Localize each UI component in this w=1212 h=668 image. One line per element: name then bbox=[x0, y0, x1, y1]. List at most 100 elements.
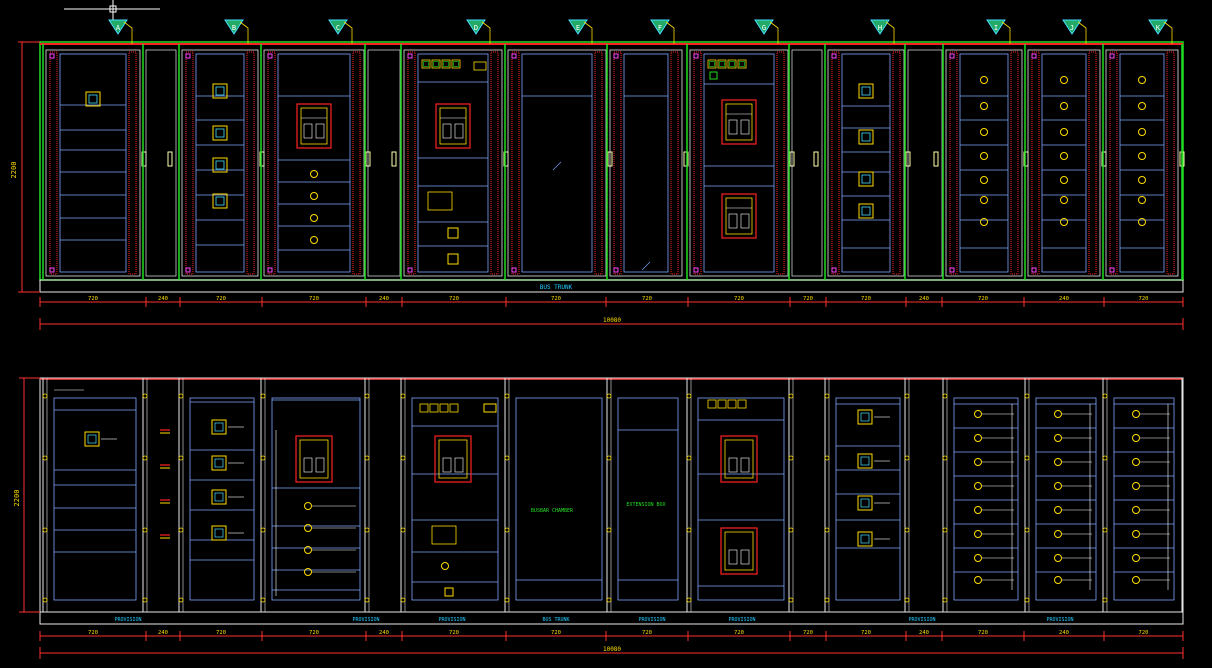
cubicle-door bbox=[945, 49, 1023, 277]
hinge-strip-left bbox=[613, 51, 622, 275]
pilot-lamp-icon bbox=[980, 102, 988, 110]
layout-panel bbox=[142, 378, 170, 612]
layout-base-label: PROVISION bbox=[114, 617, 141, 623]
mounting-plate bbox=[953, 397, 1019, 601]
meter-icon bbox=[211, 525, 227, 541]
bolt-icon bbox=[824, 393, 830, 399]
elevation-panel bbox=[686, 44, 795, 280]
segment-dimension-label: 720 bbox=[309, 296, 319, 302]
corner-marker bbox=[1031, 267, 1037, 273]
mounting-plate bbox=[617, 397, 679, 601]
bolt-icon bbox=[686, 527, 692, 533]
elevation-panel bbox=[788, 44, 823, 280]
layout-overall-label: 10080 bbox=[603, 646, 621, 653]
layout-panel bbox=[364, 378, 370, 612]
pilot-lamp-icon bbox=[1060, 128, 1068, 136]
hinge-strip-right bbox=[246, 51, 255, 275]
bolt-icon bbox=[1024, 527, 1030, 533]
corner-marker bbox=[1109, 53, 1115, 59]
bolt-icon bbox=[606, 527, 612, 533]
pilot-lamp-icon bbox=[1060, 176, 1068, 184]
segment-dimension-label: 720 bbox=[309, 630, 319, 636]
tag-leader-line bbox=[583, 21, 593, 44]
meter-icon bbox=[857, 495, 873, 511]
bolt-icon bbox=[606, 455, 612, 461]
inner-door-frame bbox=[623, 53, 669, 273]
corner-marker bbox=[613, 53, 619, 59]
bolt-icon bbox=[400, 393, 406, 399]
bolt-icon bbox=[142, 597, 148, 603]
bolt-icon bbox=[364, 393, 370, 399]
pilot-lamp-icon bbox=[1060, 218, 1068, 226]
segment-dimension-label: 720 bbox=[978, 630, 988, 636]
filler-panel bbox=[791, 49, 823, 277]
bolt-icon bbox=[788, 455, 794, 461]
breaker-icon bbox=[434, 435, 472, 483]
segment-dimension-label: 240 bbox=[158, 296, 168, 302]
layout-base-label: PROVISION bbox=[438, 617, 465, 623]
busbar-chamber-note: BUSBAR CHAMBER bbox=[531, 508, 574, 514]
column-tag: J bbox=[1062, 19, 1087, 44]
selector-icon bbox=[473, 61, 487, 71]
indicator-lamp-icon bbox=[429, 403, 439, 413]
hinge-strip-left bbox=[1031, 51, 1040, 275]
breaker-icon bbox=[721, 99, 757, 145]
meter-icon bbox=[211, 455, 227, 471]
glass-mark bbox=[641, 261, 651, 271]
indicator-lamp-icon bbox=[717, 399, 727, 409]
pilot-lamp-icon bbox=[1132, 506, 1140, 514]
column-tag: K bbox=[1148, 19, 1173, 44]
bolt-icon bbox=[824, 597, 830, 603]
bolt-icon bbox=[788, 597, 794, 603]
pilot-lamp-icon bbox=[1060, 76, 1068, 84]
pilot-lamp-icon bbox=[974, 482, 982, 490]
pilot-lamp-icon bbox=[980, 152, 988, 160]
cubicle-door bbox=[689, 49, 789, 277]
meter-icon bbox=[211, 489, 227, 505]
segment-dimension-label: 240 bbox=[1059, 630, 1069, 636]
layout-panel bbox=[1102, 378, 1175, 612]
inner-door-frame bbox=[841, 53, 891, 273]
indicator-lamp-icon bbox=[439, 403, 449, 413]
segment-dimension-label: 720 bbox=[1139, 630, 1149, 636]
column-tag-marker-icon bbox=[568, 19, 588, 35]
column-tag: C bbox=[328, 19, 353, 44]
mounting-plate bbox=[697, 397, 785, 601]
segment-dimension-label: 720 bbox=[88, 296, 98, 302]
mounting-plate bbox=[53, 397, 137, 601]
elevation-height-label: 2200 bbox=[10, 162, 18, 179]
tag-leader-line bbox=[1163, 21, 1173, 44]
bolt-icon bbox=[42, 393, 48, 399]
bolt-icon bbox=[260, 527, 266, 533]
bolt-icon bbox=[942, 455, 948, 461]
elevation-panel bbox=[260, 44, 371, 280]
filler-panel bbox=[907, 49, 943, 277]
meter-icon bbox=[858, 129, 874, 145]
pilot-lamp-icon bbox=[974, 458, 982, 466]
breaker-icon bbox=[296, 103, 332, 149]
elevation-panel bbox=[364, 44, 401, 280]
corner-marker bbox=[267, 53, 273, 59]
bolt-icon bbox=[824, 527, 830, 533]
bolt-icon bbox=[942, 393, 948, 399]
segment-dimension-label: 720 bbox=[803, 630, 813, 636]
hinge-strip-left bbox=[49, 51, 58, 275]
hinge-strip-right bbox=[490, 51, 499, 275]
segment-dimension-label: 240 bbox=[919, 630, 929, 636]
elevation-panel bbox=[1024, 44, 1107, 280]
elevation-overall-label: 10080 bbox=[603, 317, 621, 324]
corner-marker bbox=[49, 53, 55, 59]
pilot-lamp-icon bbox=[1060, 152, 1068, 160]
pilot-lamp-icon bbox=[1138, 218, 1146, 226]
bolt-icon bbox=[364, 455, 370, 461]
segment-dimension-label: 720 bbox=[861, 630, 871, 636]
indicator-lamp-icon bbox=[419, 403, 429, 413]
layout-panel bbox=[504, 378, 603, 612]
column-tag-letter: H bbox=[878, 24, 882, 32]
column-tag: H bbox=[870, 19, 895, 44]
layout-base-label: PROVISION bbox=[638, 617, 665, 623]
indicator-lamp-icon bbox=[709, 71, 718, 80]
corner-marker bbox=[49, 267, 55, 273]
